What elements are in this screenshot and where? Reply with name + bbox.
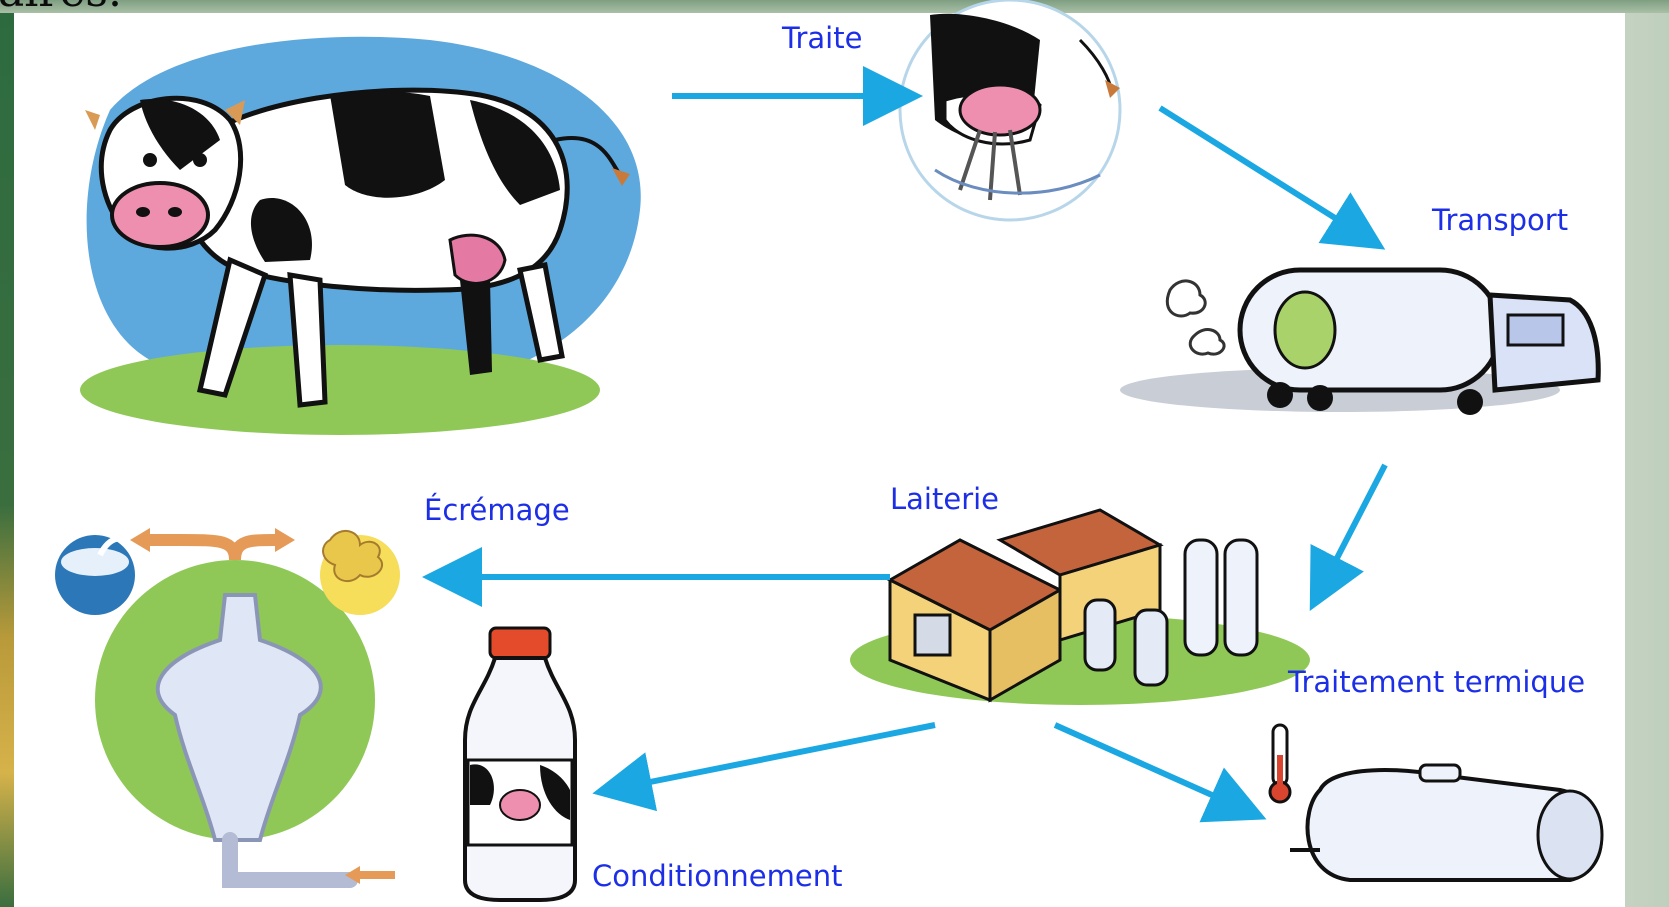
- label-traitement: Traitement termique: [1288, 665, 1586, 699]
- label-transport: Transport: [1432, 203, 1569, 237]
- arrow-transport-to-traitement: [1309, 463, 1388, 612]
- label-conditionnement: Conditionnement: [592, 859, 843, 893]
- flow-arrows: [422, 66, 1388, 823]
- arrow-laiterie-to-conditionnement: [592, 722, 936, 812]
- arrow-laiterie-to-heat-treatment: [1053, 722, 1267, 823]
- milk-bottle-illustration: [463, 626, 577, 902]
- arrow-traite-to-transport: [1158, 105, 1386, 250]
- label-laiterie: Laiterie: [890, 482, 1000, 516]
- cow-illustration: [80, 36, 641, 435]
- label-ecremage: Écrémage: [424, 493, 570, 527]
- heat-treatment-illustration: [1268, 723, 1604, 882]
- milking-illustration: [898, 0, 1122, 222]
- slide-side-strip: [0, 13, 14, 907]
- milk-truck-illustration: [1120, 267, 1601, 415]
- slide-top-strip: aires.: [0, 0, 1669, 14]
- skimming-illustration: [55, 528, 400, 888]
- dairy-plant-illustration: [850, 508, 1310, 705]
- label-traite: Traite: [782, 21, 863, 55]
- slide-title-fragment: aires.: [0, 0, 122, 14]
